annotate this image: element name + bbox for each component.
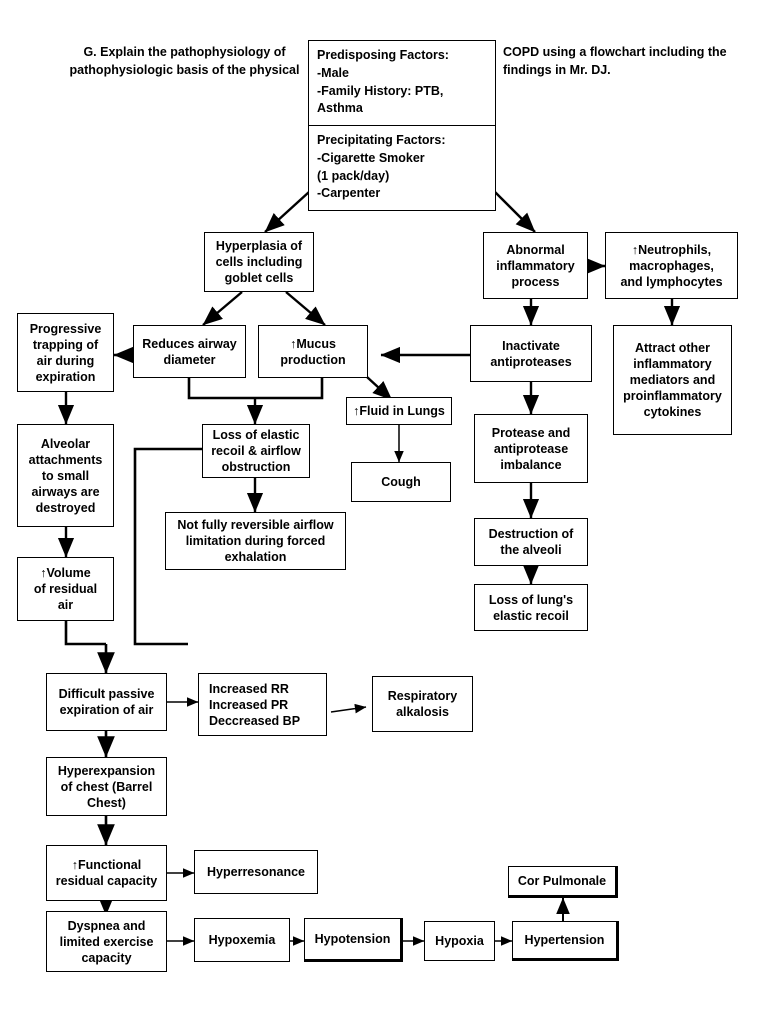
node-alveolar-attachments[interactable]: Alveolar attachments to small airways ar… bbox=[17, 424, 114, 527]
node-abnormal-inflammatory[interactable]: Abnormal inflammatory process bbox=[483, 232, 588, 299]
node-reduces-airway-diameter[interactable]: Reduces airway diameter bbox=[133, 325, 246, 378]
heading-right: COPD using a flowchart including the fin… bbox=[503, 45, 727, 78]
node-hyperresonance[interactable]: Hyperresonance bbox=[194, 850, 318, 894]
node-dyspnea[interactable]: Dyspnea and limited exercise capacity bbox=[46, 911, 167, 972]
node-difficult-expiration[interactable]: Difficult passive expiration of air bbox=[46, 673, 167, 731]
node-protease-imbalance[interactable]: Protease and antiprotease imbalance bbox=[474, 414, 588, 483]
node-volume-residual-air[interactable]: ↑Volume of residual air bbox=[17, 557, 114, 621]
node-hypoxia[interactable]: Hypoxia bbox=[424, 921, 495, 961]
node-loss-elastic-recoil[interactable]: Loss of elastic recoil & airflow obstruc… bbox=[202, 424, 310, 478]
node-functional-residual-capacity[interactable]: ↑Functional residual capacity bbox=[46, 845, 167, 901]
node-neutrophils[interactable]: ↑Neutrophils, macrophages, and lymphocyt… bbox=[605, 232, 738, 299]
node-hypoxemia[interactable]: Hypoxemia bbox=[194, 918, 290, 962]
node-respiratory-alkalosis[interactable]: Respiratory alkalosis bbox=[372, 676, 473, 732]
node-inactivate-antiproteases[interactable]: Inactivate antiproteases bbox=[470, 325, 592, 382]
node-cough[interactable]: Cough bbox=[351, 462, 451, 502]
predisposing-factors: Predisposing Factors: -Male -Family Hist… bbox=[317, 48, 449, 116]
factors-box: Predisposing Factors: -Male -Family Hist… bbox=[308, 40, 496, 211]
node-mucus-production[interactable]: ↑Mucus production bbox=[258, 325, 368, 378]
node-fluid-in-lungs[interactable]: ↑Fluid in Lungs bbox=[346, 397, 452, 425]
precipitating-factors: Precipitating Factors: -Cigarette Smoker… bbox=[309, 125, 495, 210]
node-hyperexpansion-chest[interactable]: Hyperexpansion of chest (Barrel Chest) bbox=[46, 757, 167, 816]
node-cor-pulmonale[interactable]: Cor Pulmonale bbox=[508, 866, 618, 898]
node-hyperplasia[interactable]: Hyperplasia of cells including goblet ce… bbox=[204, 232, 314, 292]
node-not-fully-reversible[interactable]: Not fully reversible airflow limitation … bbox=[165, 512, 346, 570]
node-loss-lung-elastic-recoil[interactable]: Loss of lung's elastic recoil bbox=[474, 584, 588, 631]
node-hypotension[interactable]: Hypotension bbox=[304, 918, 403, 962]
heading-left: G. Explain the pathophysiology of pathop… bbox=[69, 45, 300, 78]
node-vital-signs[interactable]: Increased RR Increased PR Deccreased BP bbox=[198, 673, 327, 736]
node-progressive-trapping[interactable]: Progressive trapping of air during expir… bbox=[17, 313, 114, 392]
node-attract-mediators[interactable]: Attract other inflammatory mediators and… bbox=[613, 325, 732, 435]
node-destruction-alveoli[interactable]: Destruction of the alveoli bbox=[474, 518, 588, 566]
node-hypertension[interactable]: Hypertension bbox=[512, 921, 619, 961]
